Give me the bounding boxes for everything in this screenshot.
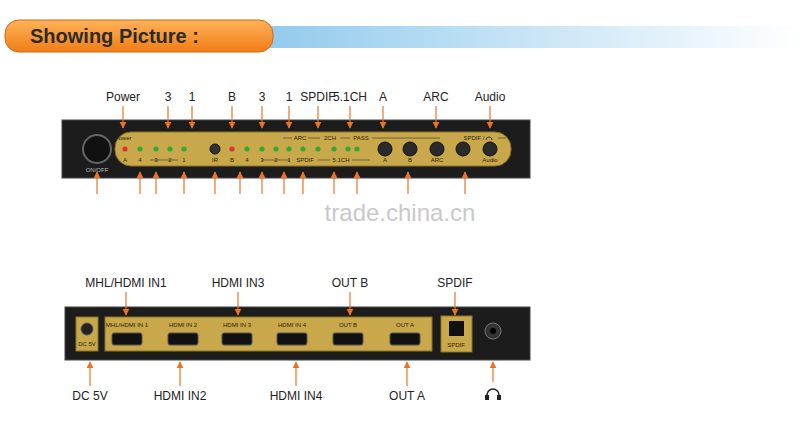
panel-print: ON/OFF	[86, 167, 109, 173]
callout-label: 1	[286, 91, 293, 103]
panel-print: B	[408, 157, 412, 163]
led	[122, 146, 127, 151]
panel-print: A	[383, 157, 387, 163]
panel-print: 3	[260, 157, 263, 163]
callout-label: DC 5V	[72, 390, 107, 402]
panel-print: 2	[274, 157, 277, 163]
heading: Showing Picture :	[30, 25, 199, 48]
panel-print: HDMI IN 2	[169, 322, 197, 328]
panel-print: SPDIF	[447, 342, 465, 348]
panel-print: OUT B	[339, 322, 357, 328]
callout-label: 5.1CH	[333, 91, 367, 103]
panel-print: HDMI IN 4	[278, 322, 306, 328]
callout-label: 3	[165, 91, 172, 103]
led	[331, 146, 336, 151]
led	[244, 146, 249, 151]
panel-print: 5.1CH	[332, 157, 349, 163]
panel-print: 3	[154, 157, 157, 163]
panel-print: PASS	[353, 135, 369, 141]
callout-label: Audio	[475, 91, 506, 103]
led	[315, 146, 320, 151]
panel-print: 1	[182, 157, 185, 163]
callout-label: HDMI IN4	[270, 390, 323, 402]
panel-print: OUT A	[396, 322, 414, 328]
panel-print: DC 5V	[78, 341, 96, 347]
panel-print: Audio	[482, 157, 497, 163]
panel-print: HDMI IN 3	[223, 322, 251, 328]
panel-print: ARC	[294, 135, 307, 141]
callout-label: ARC	[423, 91, 448, 103]
led	[354, 146, 359, 151]
panel-print: SPDIF	[296, 157, 314, 163]
panel-print: A	[123, 157, 127, 163]
led	[259, 146, 264, 151]
led	[286, 146, 291, 151]
panel-print: B	[230, 157, 234, 163]
callout-label: OUT B	[332, 277, 368, 289]
panel-print: 2	[168, 157, 171, 163]
panel-print: ARC	[431, 157, 444, 163]
callout-label: 1	[189, 91, 196, 103]
callout-label: OUT A	[389, 390, 425, 402]
led	[181, 146, 186, 151]
led	[167, 146, 172, 151]
callout-label: MHL/HDMI IN1	[85, 277, 166, 289]
panel-print: 2CH	[324, 135, 336, 141]
callout-label: SPDIF	[300, 91, 335, 103]
panel-print: Power	[114, 135, 131, 141]
led	[273, 146, 278, 151]
led	[153, 146, 158, 151]
callout-label: HDMI IN2	[154, 390, 207, 402]
callout-label: B	[228, 91, 236, 103]
led	[300, 146, 305, 151]
callout-label: SPDIF	[437, 277, 472, 289]
callout-label: 3	[259, 91, 266, 103]
panel-print: IR	[212, 157, 218, 163]
panel-print: 4	[245, 157, 248, 163]
watermark: trade.china.cn	[325, 201, 476, 225]
panel-print: 1	[287, 157, 290, 163]
panel-print: SPDIF /	[463, 135, 484, 141]
callout-label: HDMI IN3	[212, 277, 265, 289]
panel-print: 4	[138, 157, 141, 163]
led	[137, 146, 142, 151]
callout-label: A	[379, 91, 387, 103]
led	[345, 146, 350, 151]
panel-print: MHL/HDMI IN 1	[106, 322, 148, 328]
led	[229, 146, 234, 151]
callout-label: Power	[106, 91, 140, 103]
